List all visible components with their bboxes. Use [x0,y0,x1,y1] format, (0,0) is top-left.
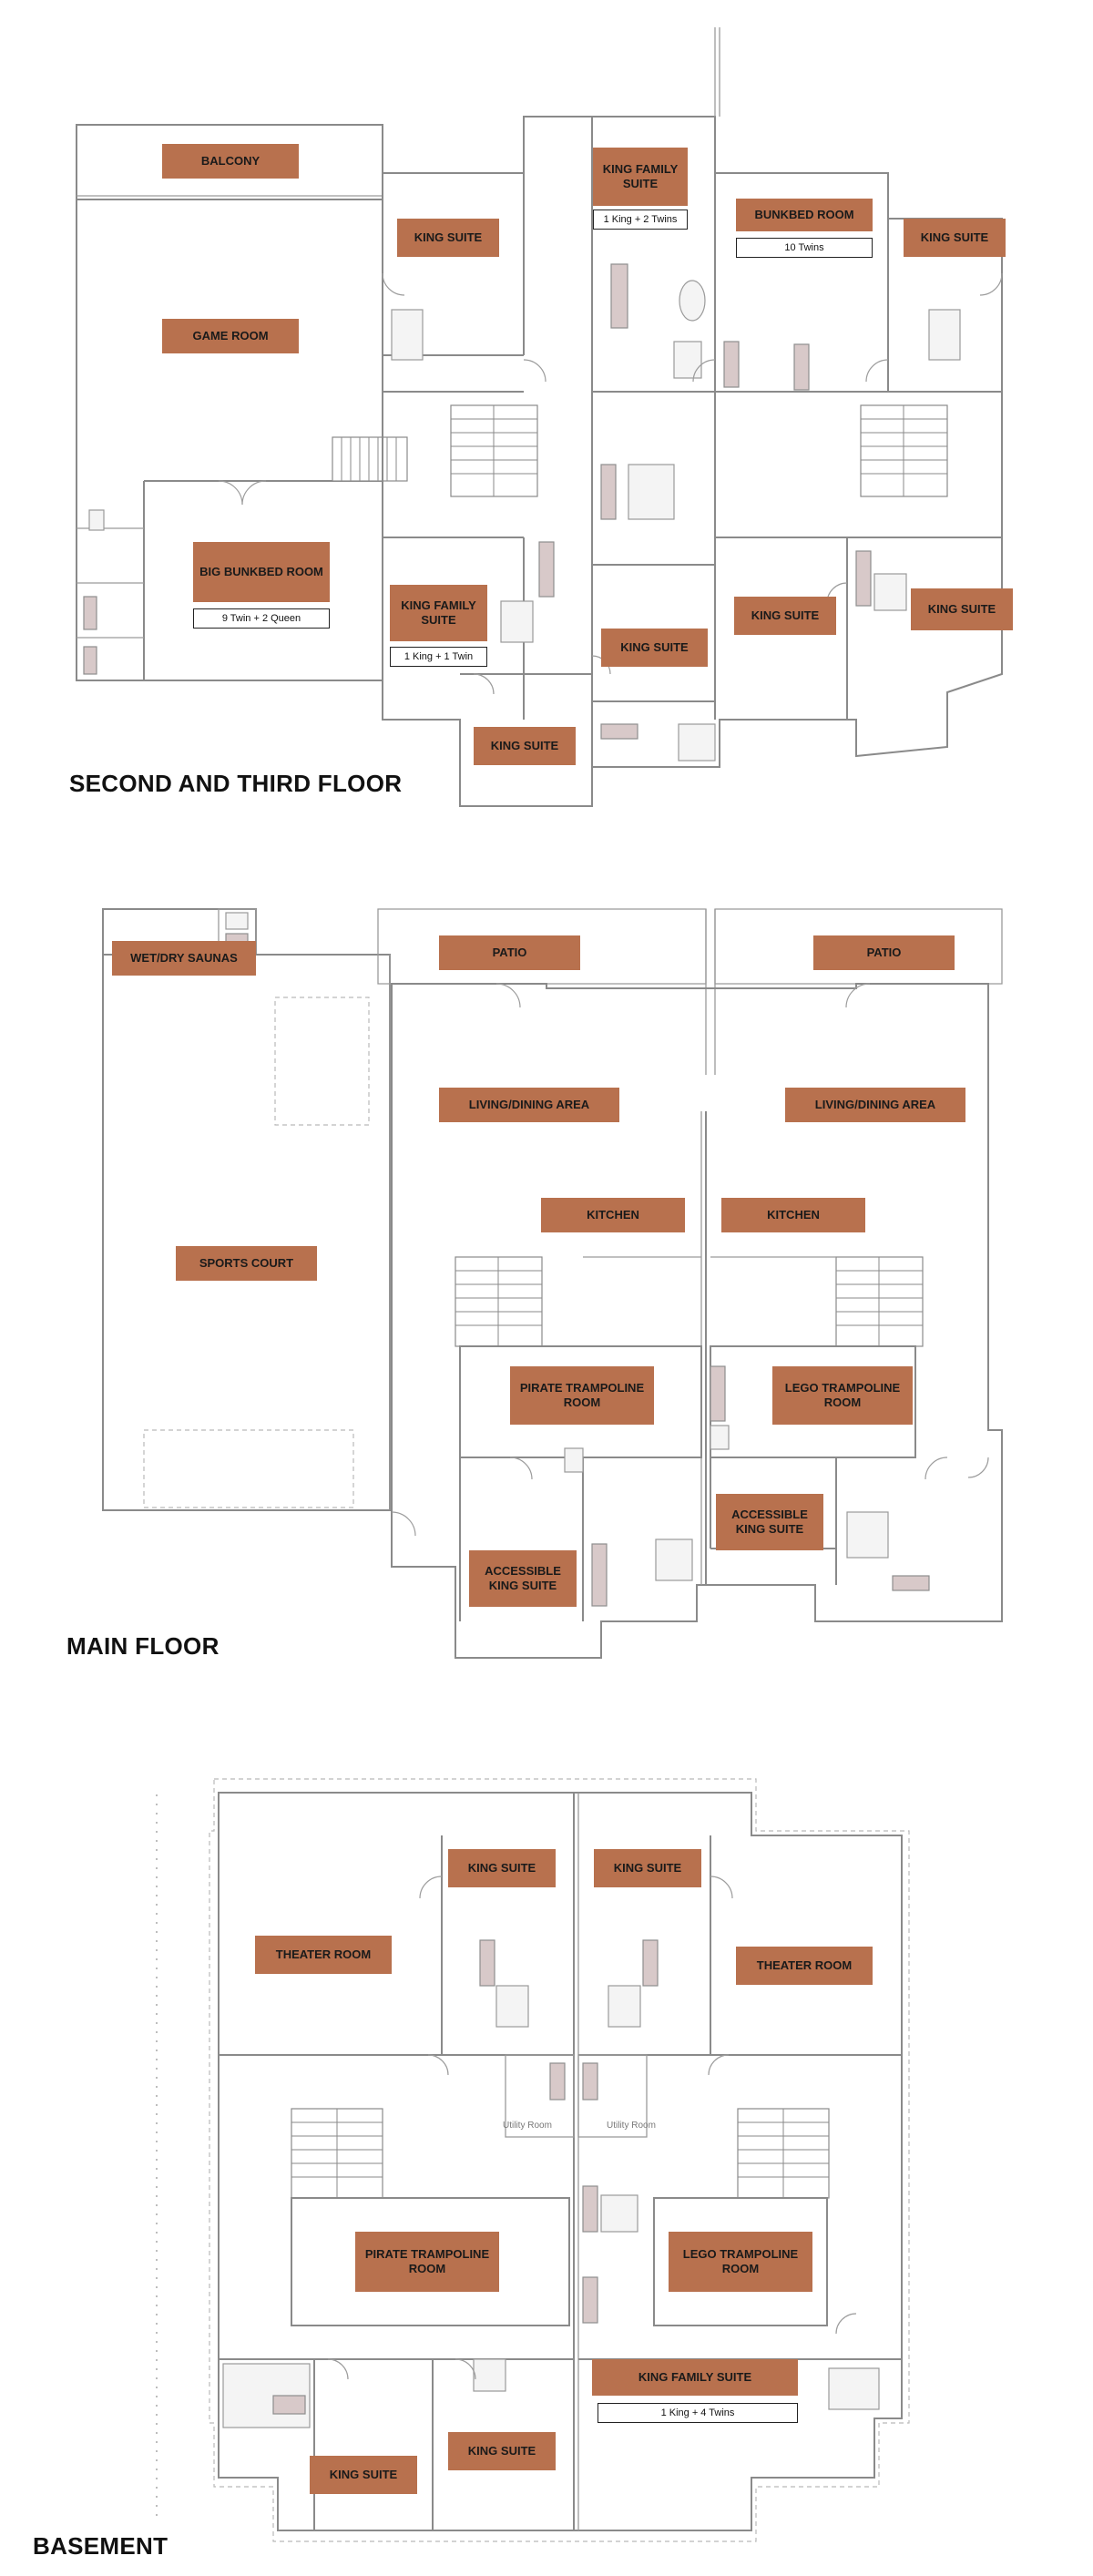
pirate-trampoline-room-label: PIRATE TRAMPOLINE ROOM [355,2232,499,2292]
accessible-king-suite-label: ACCESSIBLE KING SUITE [716,1494,823,1550]
bunkbed-room-label: BUNKBED ROOM [736,199,873,231]
kitchen-label: KITCHEN [541,1198,685,1232]
king-suite-label: KING SUITE [911,588,1013,630]
king-family-suite-beds: 1 King + 4 Twins [598,2403,798,2423]
main-floor-plan: WET/DRY SAUNAS PATIO PATIO SPORTS COURT … [0,856,1093,1676]
second-third-floor-plan: BALCONY GAME ROOM BIG BUNKBED ROOM 9 Twi… [0,0,1093,820]
king-suite-label: KING SUITE [397,219,499,257]
king-suite-label: KING SUITE [474,727,576,765]
patio-label: PATIO [439,935,580,970]
king-suite-label: KING SUITE [594,1849,701,1887]
stair-treads-7 [738,2109,829,2198]
floor-title: MAIN FLOOR [66,1632,220,1660]
big-bunkbed-room-label: BIG BUNKBED ROOM [193,542,330,602]
game-room-label: GAME ROOM [162,319,299,353]
king-suite-label: KING SUITE [310,2456,417,2494]
king-suite-label: KING SUITE [734,597,836,635]
stair-treads-4 [455,1257,542,1346]
balcony-label: BALCONY [162,144,299,179]
lego-trampoline-room-label: LEGO TRAMPOLINE ROOM [772,1366,913,1425]
patio-label: PATIO [813,935,955,970]
utility-room-label: Utility Room [607,2121,656,2131]
king-family-suite-beds: 1 King + 2 Twins [593,210,688,230]
basement-walls [156,1778,910,2542]
floor-title: SECOND AND THIRD FLOOR [69,770,403,797]
second-floor-walls [76,27,1003,807]
big-bunkbed-beds: 9 Twin + 2 Queen [193,608,330,629]
king-suite-label: KING SUITE [448,1849,556,1887]
king-family-suite-beds: 1 King + 1 Twin [390,647,487,667]
stair-treads-5 [836,1257,923,1346]
living-dining-area-label: LIVING/DINING AREA [785,1088,965,1122]
kitchen-label: KITCHEN [721,1198,865,1232]
king-family-suite-label: KING FAMILY SUITE [593,148,688,206]
accessible-king-suite-label: ACCESSIBLE KING SUITE [469,1550,577,1607]
lego-trampoline-room-label: LEGO TRAMPOLINE ROOM [669,2232,812,2292]
stair-treads-2 [451,405,537,496]
king-suite-label: KING SUITE [448,2432,556,2470]
sports-court-label: SPORTS COURT [176,1246,317,1281]
theater-room-label: THEATER ROOM [736,1947,873,1985]
theater-room-label: THEATER ROOM [255,1936,392,1974]
king-family-suite-label: KING FAMILY SUITE [592,2359,798,2396]
main-floor-walls [102,908,1003,1659]
king-suite-label: KING SUITE [601,629,708,667]
bunkbed-room-beds: 10 Twins [736,238,873,258]
stair-treads-6 [291,2109,383,2198]
stair-treads-3 [861,405,947,496]
king-family-suite-label: KING FAMILY SUITE [390,585,487,641]
basement-plan: KING SUITE KING SUITE THEATER ROOM THEAT… [0,1767,1093,2576]
pirate-trampoline-room-label: PIRATE TRAMPOLINE ROOM [510,1366,654,1425]
utility-room-label: Utility Room [503,2121,552,2131]
living-dining-area-label: LIVING/DINING AREA [439,1088,619,1122]
floor-title: BASEMENT [33,2532,169,2560]
king-suite-label: KING SUITE [904,219,1006,257]
wet-dry-saunas-label: WET/DRY SAUNAS [112,941,256,976]
stair-treads [341,437,397,481]
